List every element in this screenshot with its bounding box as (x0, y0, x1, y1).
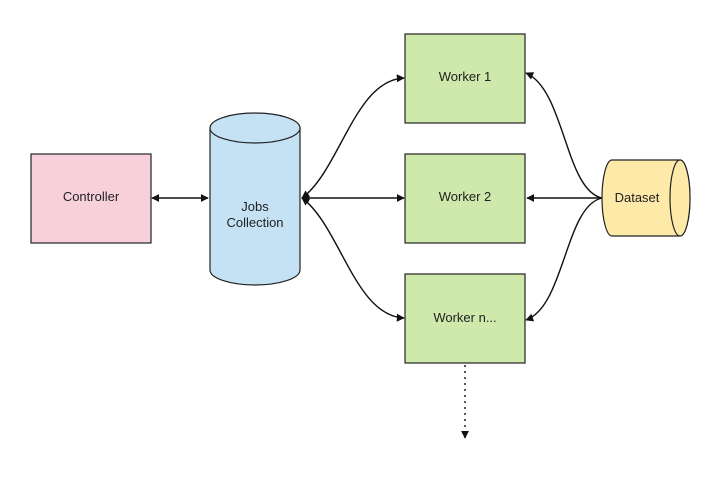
edge-jobs-worker-n (301, 197, 405, 322)
dataset-cap (669, 159, 691, 237)
jobs-collection-top (209, 112, 301, 144)
edges-group (151, 72, 603, 439)
edge-dataset-worker-n (525, 197, 603, 322)
controller-label: Controller (63, 189, 120, 204)
worker-1-label: Worker 1 (439, 69, 492, 84)
dataset-label: Dataset (615, 190, 660, 205)
worker-2-label: Worker 2 (439, 189, 492, 204)
jobs-collection-node: Jobs Collection (209, 112, 301, 286)
jobs-collection-body (209, 127, 301, 286)
worker-n-box (404, 273, 526, 364)
dataset-node: Dataset (601, 159, 691, 237)
jobs-collection-label-line2: Collection (226, 215, 283, 230)
worker-1-box (404, 33, 526, 124)
edge-dataset-worker-1 (525, 72, 603, 199)
worker-n-node: Worker n... (404, 273, 526, 364)
worker-2-node: Worker 2 (404, 153, 526, 244)
jobs-collection-label-line1: Jobs (241, 199, 269, 214)
worker-1-node: Worker 1 (404, 33, 526, 124)
controller-box (30, 153, 152, 244)
worker-2-box (404, 153, 526, 244)
controller-node: Controller (30, 153, 152, 244)
edge-jobs-worker-1 (301, 74, 405, 199)
worker-n-label: Worker n... (433, 310, 496, 325)
